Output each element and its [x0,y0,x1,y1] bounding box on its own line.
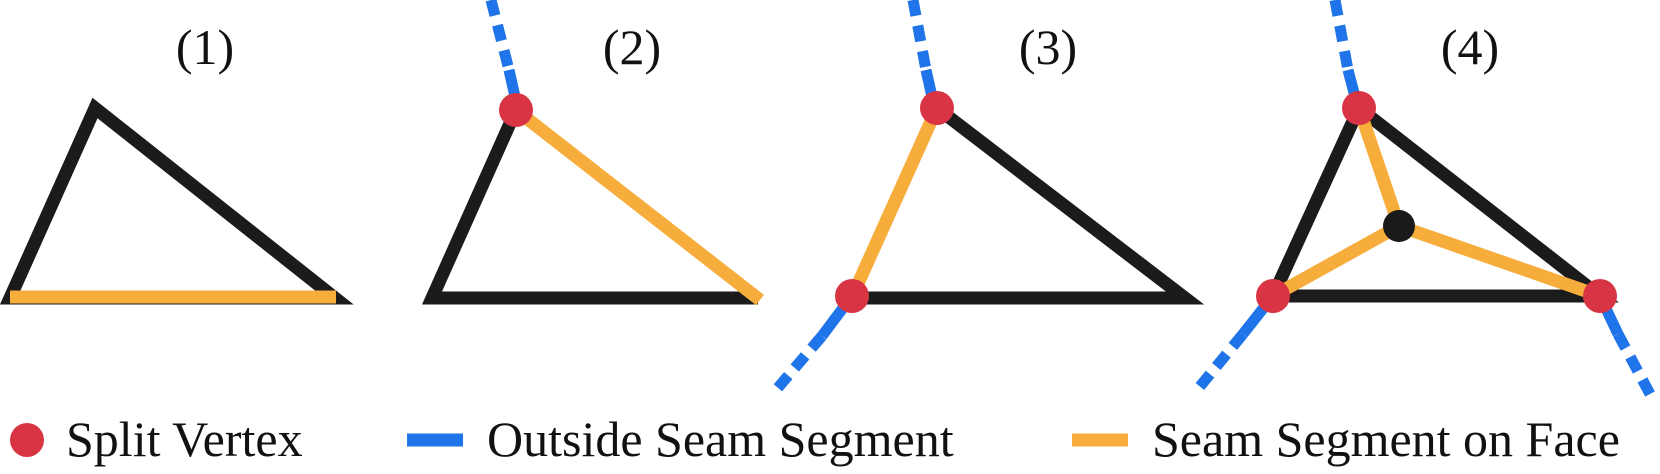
panel-2-label: (2) [603,19,661,75]
panel-2-seam-on-face [512,104,764,306]
panel-4-outside-seam-right-dashed [1613,331,1655,397]
panel-4: (4) [1192,0,1655,397]
panel-3: (3) [771,0,1205,394]
panel-2-triangle [421,107,758,305]
panel-1-label: (1) [176,19,234,75]
panel-1: (1) [0,19,354,305]
panel-3-seam-on-face [846,105,943,300]
legend-split-vertex-label: Split Vertex [66,411,303,467]
panel-2: (2) [421,0,764,306]
legend-split-vertex-marker [10,423,44,457]
panel-4-label: (4) [1441,19,1499,75]
panel-4-triangle [1262,97,1619,303]
panel-3-split-vertex-top [920,91,954,125]
legend-outside-seam-label: Outside Seam Segment [487,411,954,467]
panel-2-split-vertex [499,93,533,127]
panel-4-split-vertex-right [1583,279,1617,313]
panel-4-interior-vertex [1383,210,1415,242]
panel-3-outside-seam-bottom-dashed [771,332,827,394]
panel-3-label: (3) [1019,19,1077,75]
panel-4-seam-on-face-left [1269,220,1403,302]
panel-2-outside-seam-dashed [485,0,515,72]
panel-3-triangle [852,102,1205,305]
panel-3-outside-seam-top-dashed [907,0,932,72]
panel-4-outside-seam-top-dashed [1329,0,1354,72]
legend-seam-on-face-label: Seam Segment on Face [1152,411,1620,467]
panel-4-seam-on-face-top [1352,105,1406,229]
panel-3-split-vertex-bottom [835,279,869,313]
legend: Split Vertex Outside Seam Segment Seam S… [10,411,1620,467]
panel-4-split-vertex-left [1256,279,1290,313]
panel-4-outside-seam-left-dashed [1192,330,1248,394]
panel-4-split-vertex-top [1342,91,1376,125]
panel-4-seam-on-face-right [1396,219,1603,303]
panel-1-triangle [0,97,354,305]
